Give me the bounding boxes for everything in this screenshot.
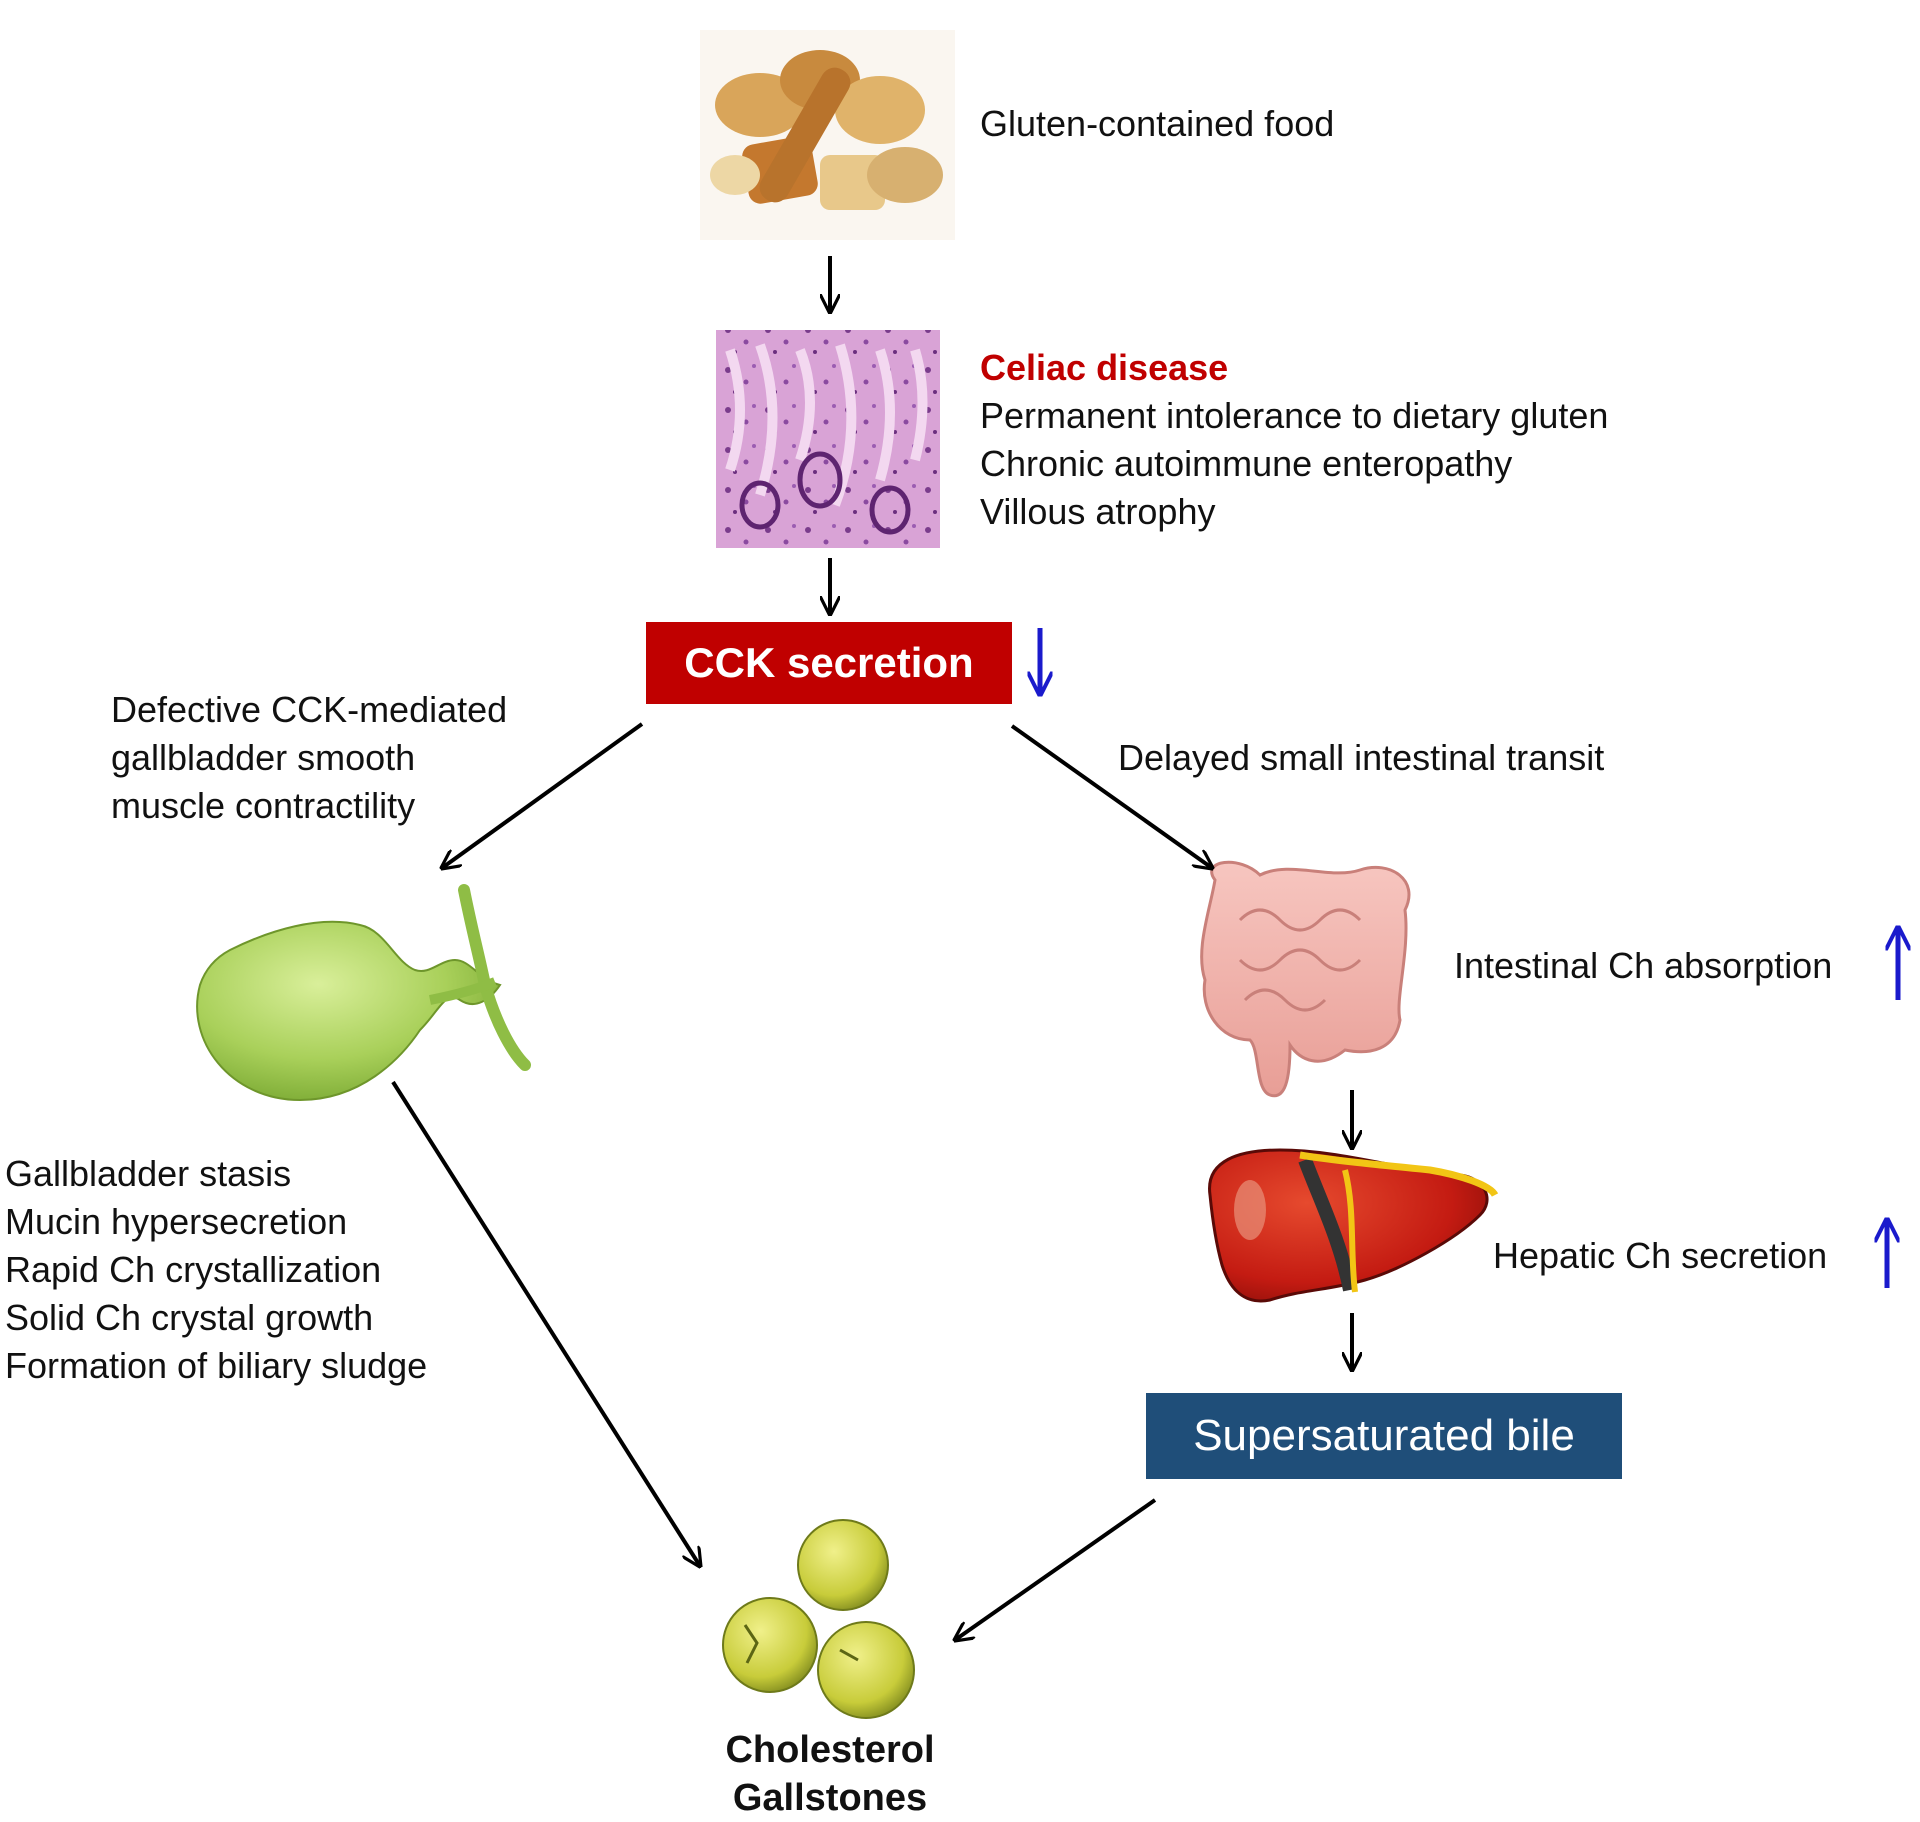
result-line: Gallstones — [732, 1777, 928, 1819]
effect-item: Solid Ch crystal growth — [5, 1297, 374, 1338]
left-pathway-line: gallbladder smooth — [111, 737, 416, 778]
cck-label: CCK secretion — [684, 639, 974, 686]
effect-item: Rapid Ch crystallization — [5, 1249, 382, 1290]
celiac-block: Celiac disease Permanent intolerance to … — [980, 344, 1608, 536]
trend-arrows — [1040, 628, 1898, 1288]
result-label: Cholesterol Gallstones — [690, 1726, 970, 1822]
right-pathway-label: Delayed small intestinal transit — [1118, 737, 1605, 778]
intestinal-effect-label: Intestinal Ch absorption — [1454, 945, 1833, 986]
liver-illustration — [1208, 1148, 1499, 1303]
bread-illustration — [700, 30, 955, 240]
arrow-cck-to-intestine — [1010, 724, 1212, 868]
effect-item: Mucin hypersecretion — [5, 1201, 348, 1242]
gallbladder-illustration — [196, 884, 531, 1102]
bile-label: Supersaturated bile — [1193, 1411, 1575, 1460]
celiac-line: Chronic autoimmune enteropathy — [980, 443, 1513, 484]
intestine-illustration — [1200, 860, 1411, 1098]
cck-secretion-box: CCK secretion — [646, 622, 1012, 704]
gallbladder-effects: Gallbladder stasis Mucin hypersecretion … — [5, 1150, 427, 1390]
arrow-cck-to-gallbladder — [442, 722, 644, 868]
celiac-line: Permanent intolerance to dietary gluten — [980, 395, 1609, 436]
arrow-gallbladder-to-gallstones — [391, 1080, 700, 1566]
effect-item: Gallbladder stasis — [5, 1153, 292, 1194]
supersaturated-bile-box: Supersaturated bile — [1146, 1393, 1622, 1479]
gallstones-illustration — [722, 1519, 915, 1719]
hepatic-effect-label: Hepatic Ch secretion — [1493, 1235, 1828, 1276]
left-pathway-line: muscle contractility — [111, 785, 416, 826]
celiac-line: Villous atrophy — [980, 491, 1216, 532]
arrow-bile-to-gallstones — [955, 1498, 1157, 1640]
effect-item: Formation of biliary sludge — [5, 1345, 428, 1386]
celiac-title: Celiac disease — [980, 347, 1229, 388]
food-label: Gluten-contained food — [980, 103, 1335, 144]
left-pathway-label: Defective CCK-mediated gallbladder smoot… — [111, 686, 507, 830]
left-pathway-line: Defective CCK-mediated — [111, 689, 508, 730]
flow-arrows — [391, 256, 1352, 1640]
intestinal-histology-illustration — [716, 330, 940, 548]
result-line: Cholesterol — [725, 1729, 935, 1771]
